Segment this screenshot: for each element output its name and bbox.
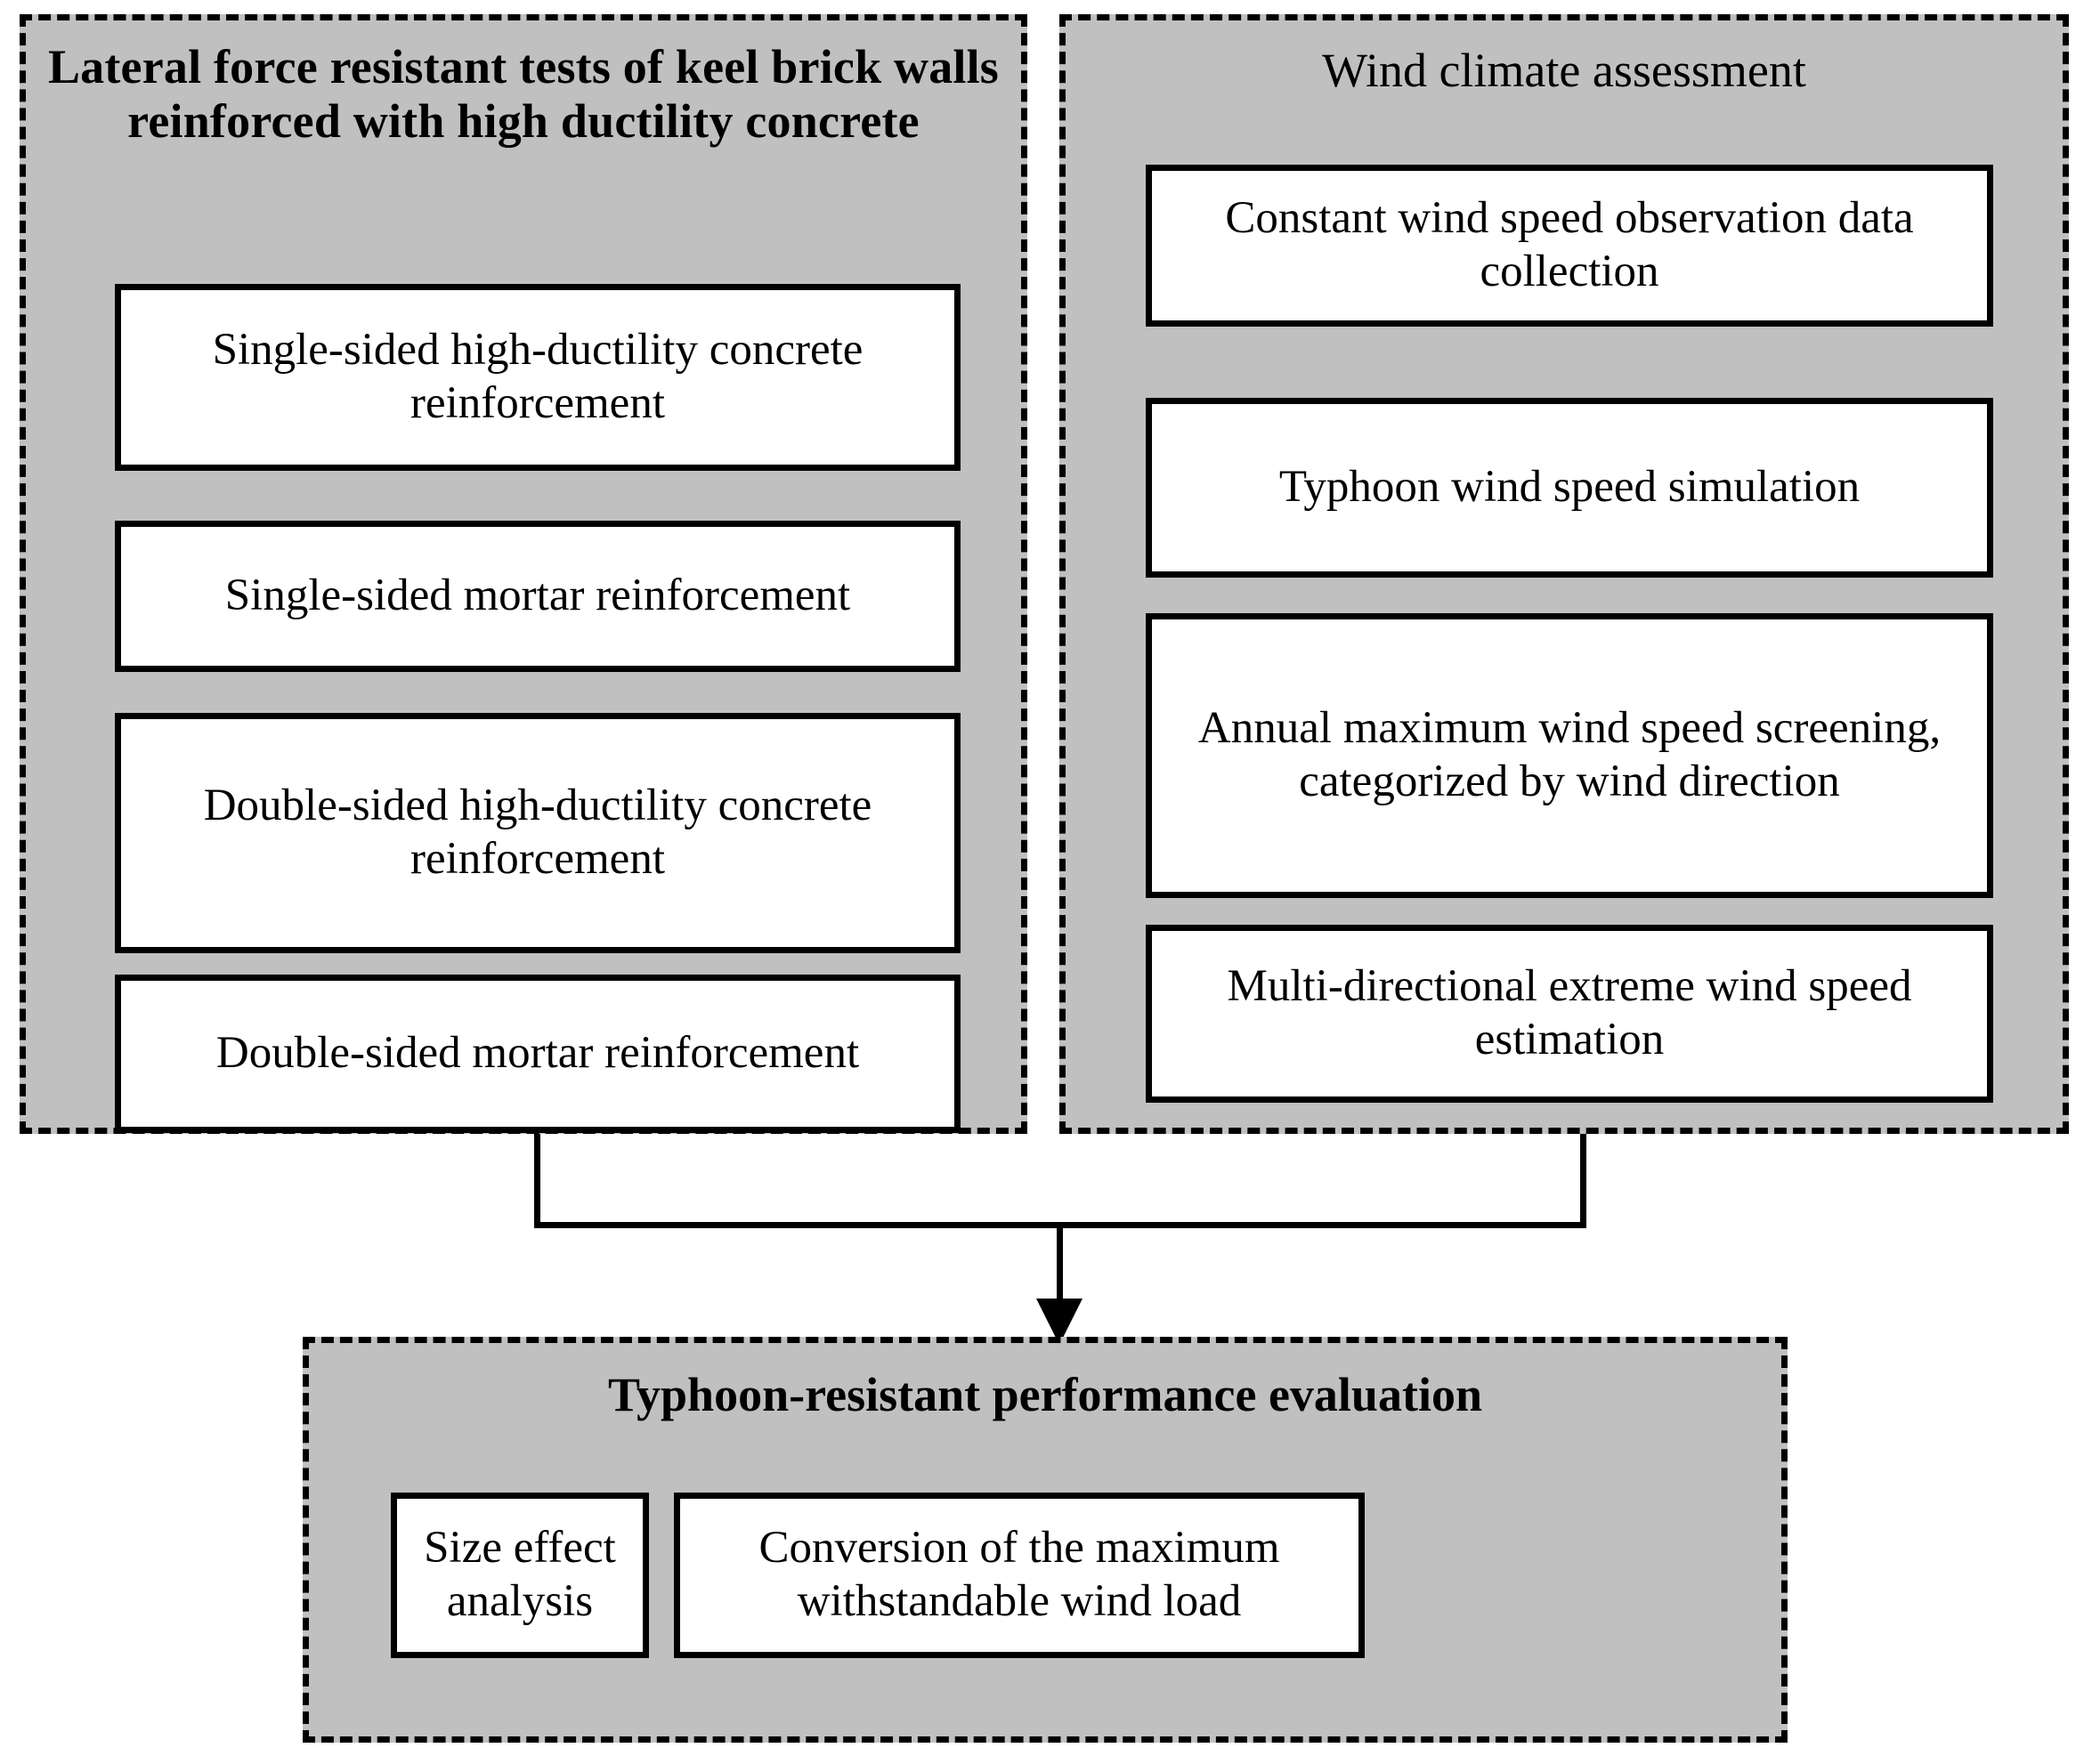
connector-line-right-stub — [1580, 1134, 1586, 1228]
process-box-single-sided-high-ductility-concrete[interactable]: Single-sided high-ductility concrete rei… — [115, 284, 961, 471]
process-box-double-sided-high-ductility-concrete[interactable]: Double-sided high-ductility concrete rei… — [115, 713, 961, 953]
process-box-constant-wind-speed-observation[interactable]: Constant wind speed observation data col… — [1146, 165, 1993, 327]
group-panel-wind-climate-assessment: Wind climate assessment Constant wind sp… — [1059, 14, 2069, 1134]
process-box-size-effect-analysis[interactable]: Size effect analysis — [391, 1493, 649, 1658]
group-panel-lateral-force-tests: Lateral force resistant tests of keel br… — [20, 14, 1027, 1134]
process-box-typhoon-wind-speed-simulation[interactable]: Typhoon wind speed simulation — [1146, 398, 1993, 578]
process-box-multi-directional-extreme-wind-speed[interactable]: Multi-directional extreme wind speed est… — [1146, 925, 1993, 1103]
panel-title-bottom: Typhoon-resistant performance evaluation — [608, 1368, 1482, 1421]
process-box-conversion-maximum-withstandable-wind-load[interactable]: Conversion of the maximum withstandable … — [674, 1493, 1365, 1658]
group-panel-typhoon-resistant-evaluation: Typhoon-resistant performance evaluation… — [303, 1337, 1788, 1743]
process-box-double-sided-mortar[interactable]: Double-sided mortar reinforcement — [115, 975, 961, 1133]
process-box-annual-maximum-wind-speed-screening[interactable]: Annual maximum wind speed screening, cat… — [1146, 613, 1993, 898]
panel-title-left: Lateral force resistant tests of keel br… — [47, 40, 1000, 149]
connector-line-drop — [1057, 1222, 1063, 1311]
process-box-single-sided-mortar[interactable]: Single-sided mortar reinforcement — [115, 521, 961, 672]
panel-title-right: Wind climate assessment — [1322, 44, 1806, 97]
connector-line-left-stub — [534, 1134, 540, 1228]
